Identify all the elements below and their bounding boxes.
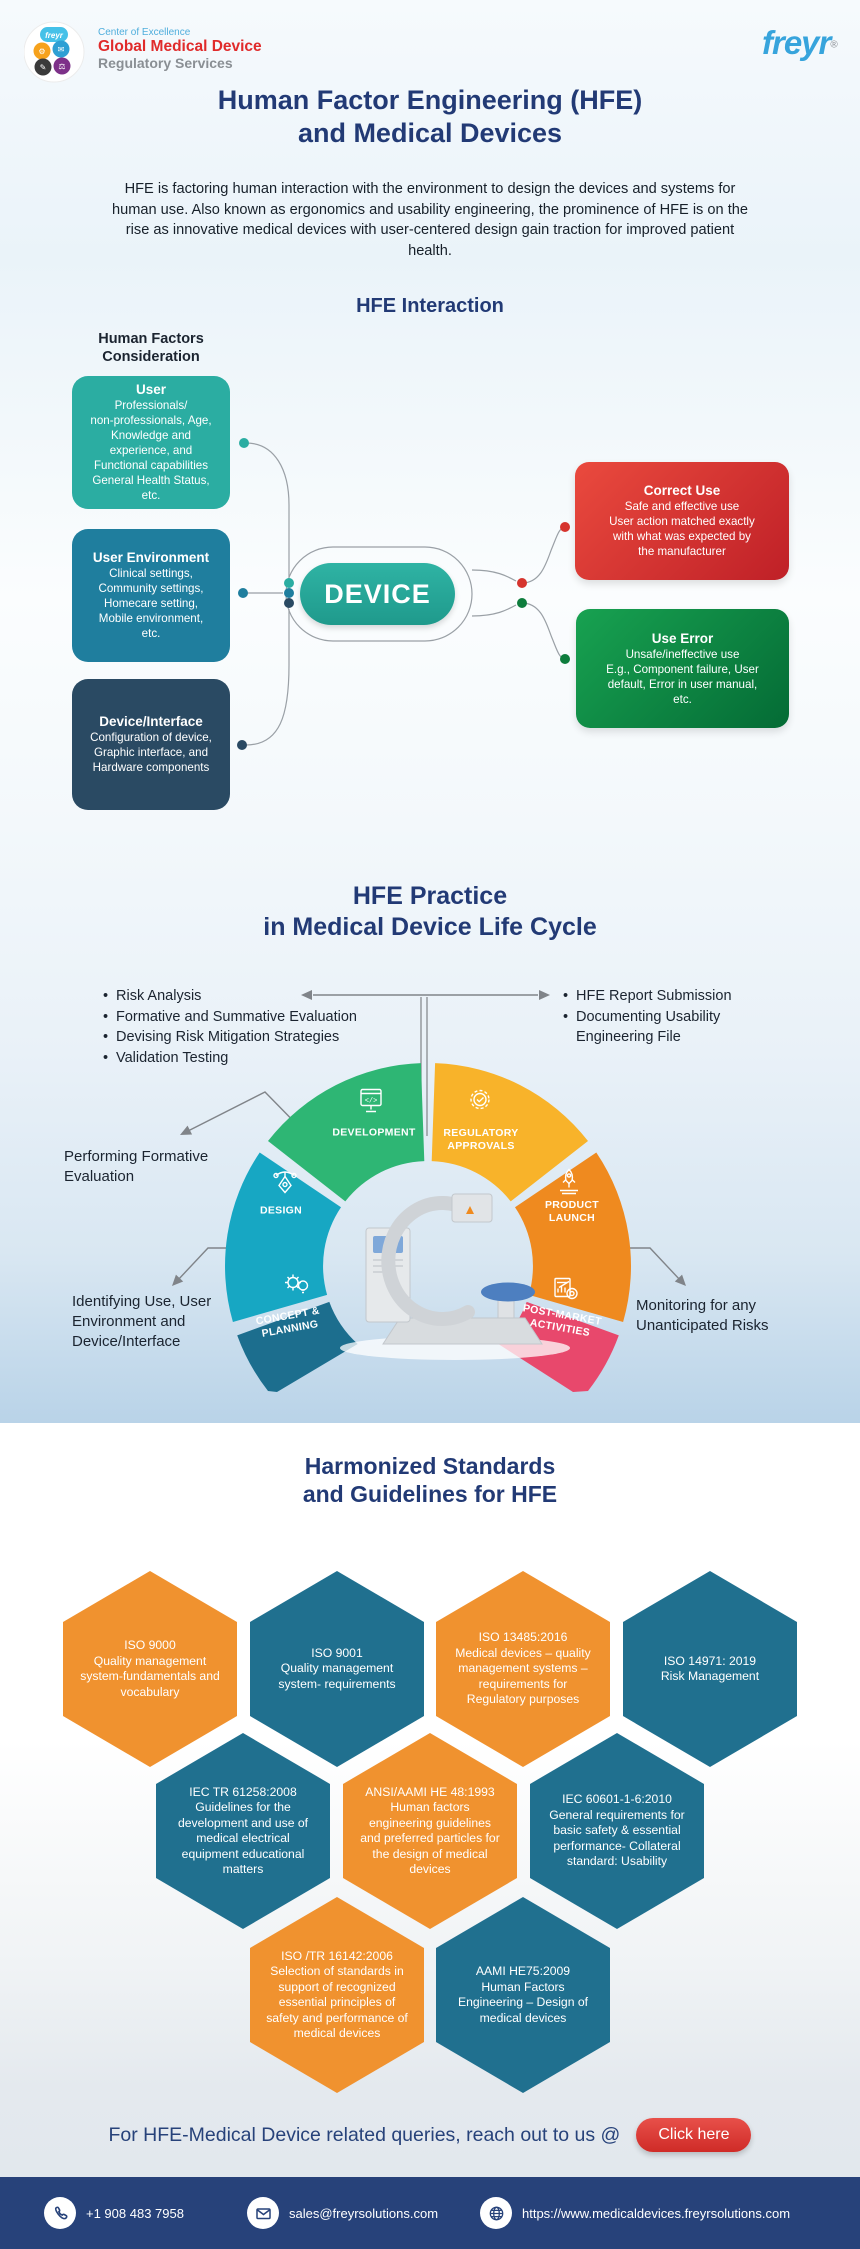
standard-body: Medical devices – quality management sys… xyxy=(455,1645,591,1707)
standard-title: ISO 14971: 2019 xyxy=(663,1653,757,1668)
stage-label-product-launch: PRODUCT LAUNCH xyxy=(544,1199,599,1224)
coe-logo-icon: freyr ⚙ ✉ ✎ ⚖ xyxy=(23,21,85,83)
factor-box-user: User Professionals/ non-professionals, A… xyxy=(72,376,230,509)
outcome-box-use-error: Use Error Unsafe/ineffective use E.g., C… xyxy=(576,609,789,728)
footer-bar xyxy=(0,2177,860,2249)
idea-gear-icon xyxy=(282,1270,312,1305)
list-item: Formative and Summative Evaluation xyxy=(103,1007,357,1028)
coe-logo: freyr ⚙ ✉ ✎ ⚖ xyxy=(23,20,88,89)
outcome-box-correct-use: Correct Use Safe and effective use User … xyxy=(575,462,789,580)
side-label-identifying: Identifying Use, User Environment and De… xyxy=(72,1293,212,1350)
freyr-logo: freyr® xyxy=(762,24,838,62)
factor-title: User Environment xyxy=(92,550,210,565)
svg-text:</>: </> xyxy=(365,1098,378,1106)
envelope-icon xyxy=(247,2197,279,2229)
cta-row: For HFE-Medical Device related queries, … xyxy=(0,2118,860,2152)
standard-body: Quality management system-fundamentals a… xyxy=(80,1653,220,1699)
footer-website[interactable]: https://www.medicaldevices.freyrsolution… xyxy=(480,2191,790,2235)
svg-text:freyr: freyr xyxy=(45,31,64,40)
outcome-body: Unsafe/ineffective use E.g., Component f… xyxy=(606,647,759,706)
factor-body: Professionals/ non-professionals, Age, K… xyxy=(90,399,212,502)
standard-body: General requirements for basic safety & … xyxy=(549,1807,685,1869)
device-pill: DEVICE xyxy=(300,563,455,625)
list-item: Risk Analysis xyxy=(103,986,357,1007)
standard-title: AAMI HE75:2009 xyxy=(475,1964,571,1978)
factor-title: Device/Interface xyxy=(99,714,203,729)
outcome-title: Use Error xyxy=(651,630,714,646)
coe-line: Center of Excellence xyxy=(98,27,191,38)
freyr-wordmark: freyr xyxy=(762,24,831,61)
list-item: Devising Risk Mitigation Strategies xyxy=(103,1027,357,1048)
services-line: Regulatory Services xyxy=(98,55,233,71)
footer-phone[interactable]: +1 908 483 7958 xyxy=(44,2191,184,2235)
standard-title: ISO 13485:2016 xyxy=(478,1630,568,1645)
side-label-monitoring: Monitoring for any Unanticipated Risks xyxy=(636,1297,769,1334)
rocket-launch-icon xyxy=(553,1166,585,1203)
standards-heading: Harmonized Standards and Guidelines for … xyxy=(0,1452,860,1508)
standard-title: ANSI/AAMI HE 48:1993 xyxy=(365,1784,495,1799)
intro-paragraph: HFE is factoring human interaction with … xyxy=(111,181,748,259)
stage-label-regulatory-approvals: REGULATORY APPROVALS xyxy=(443,1127,519,1152)
standard-title: ISO 9001 xyxy=(311,1645,363,1660)
coe-logo-text: Center of Excellence Global Medical Devi… xyxy=(98,27,262,71)
outcome-title: Correct Use xyxy=(643,483,721,498)
phone-number: +1 908 483 7958 xyxy=(86,2205,184,2221)
footer-email[interactable]: sales@freyrsolutions.com xyxy=(247,2191,438,2235)
phone-icon xyxy=(44,2197,76,2229)
page-title-line2: and Medical Devices xyxy=(297,117,563,148)
brand-line: Global Medical Device xyxy=(98,38,262,55)
page-title-line1: Human Factor Engineering (HFE) xyxy=(217,85,643,115)
standards-heading-line1: Harmonized Standards xyxy=(304,1453,556,1479)
list-item: Documenting Usability Engineering File xyxy=(563,1007,748,1048)
standard-title: IEC 60601-1-6:2010 xyxy=(562,1792,672,1807)
standard-body: Human Factors Engineering – Design of me… xyxy=(457,1979,589,2025)
svg-text:⚖: ⚖ xyxy=(58,62,65,71)
registered-mark: ® xyxy=(830,39,838,51)
svg-text:⚙: ⚙ xyxy=(38,47,45,56)
approval-badge-icon xyxy=(464,1085,496,1122)
factor-box-device-interface: Device/Interface Configuration of device… xyxy=(72,679,230,810)
list-item: HFE Report Submission xyxy=(563,986,748,1007)
globe-icon xyxy=(480,2197,512,2229)
lifecycle-heading-line2: in Medical Device Life Cycle xyxy=(263,912,597,941)
factor-title: User xyxy=(135,382,167,397)
email-address: sales@freyrsolutions.com xyxy=(289,2205,439,2221)
factor-body: Configuration of device, Graphic interfa… xyxy=(90,731,212,774)
factor-box-user-environment: User Environment Clinical settings, Comm… xyxy=(72,529,230,662)
standard-body: Selection of standards in support of rec… xyxy=(266,1964,408,2040)
lifecycle-right-bullets: HFE Report Submission Documenting Usabil… xyxy=(563,986,748,1048)
standard-body: Quality management system- requirements xyxy=(278,1661,396,1691)
website-url: https://www.medicaldevices.freyrsolution… xyxy=(522,2205,791,2221)
page-title: Human Factor Engineering (HFE) and Medic… xyxy=(0,84,860,150)
standards-heading-line2: and Guidelines for HFE xyxy=(302,1481,558,1508)
interaction-heading: HFE Interaction xyxy=(356,295,504,317)
code-monitor-icon: </> xyxy=(355,1085,387,1122)
stage-label-development: DEVELOPMENT xyxy=(332,1126,416,1139)
pen-tool-icon xyxy=(270,1167,300,1202)
standard-body: Human factors engineering guidelines and… xyxy=(360,1800,500,1876)
list-item: Validation Testing xyxy=(103,1048,357,1069)
click-here-button[interactable]: Click here xyxy=(636,2118,752,2152)
svg-text:✉: ✉ xyxy=(58,45,65,54)
standard-title: ISO 9000 xyxy=(124,1638,176,1652)
lifecycle-heading-line1: HFE Practice xyxy=(352,882,508,910)
human-factors-heading: Human Factors Consideration xyxy=(98,331,204,365)
outcome-body: Safe and effective use User action match… xyxy=(609,500,755,558)
stage-label-design: DESIGN xyxy=(259,1204,303,1217)
cta-text: For HFE-Medical Device related queries, … xyxy=(108,2123,621,2146)
market-analysis-icon xyxy=(551,1274,581,1309)
standard-title: ISO /TR 16142:2006 xyxy=(281,1948,393,1963)
lifecycle-left-bullets: Risk Analysis Formative and Summative Ev… xyxy=(103,986,357,1068)
standard-title: IEC TR 61258:2008 xyxy=(189,1784,297,1799)
standard-body: Risk Management xyxy=(660,1669,760,1683)
svg-text:✎: ✎ xyxy=(40,63,47,72)
lifecycle-heading: HFE Practice in Medical Device Life Cycl… xyxy=(0,881,860,942)
standard-body: Guidelines for the development and use o… xyxy=(177,1800,309,1876)
side-label-performing: Performing Formative Evaluation xyxy=(64,1148,209,1185)
factor-body: Clinical settings, Community settings, H… xyxy=(98,567,204,640)
